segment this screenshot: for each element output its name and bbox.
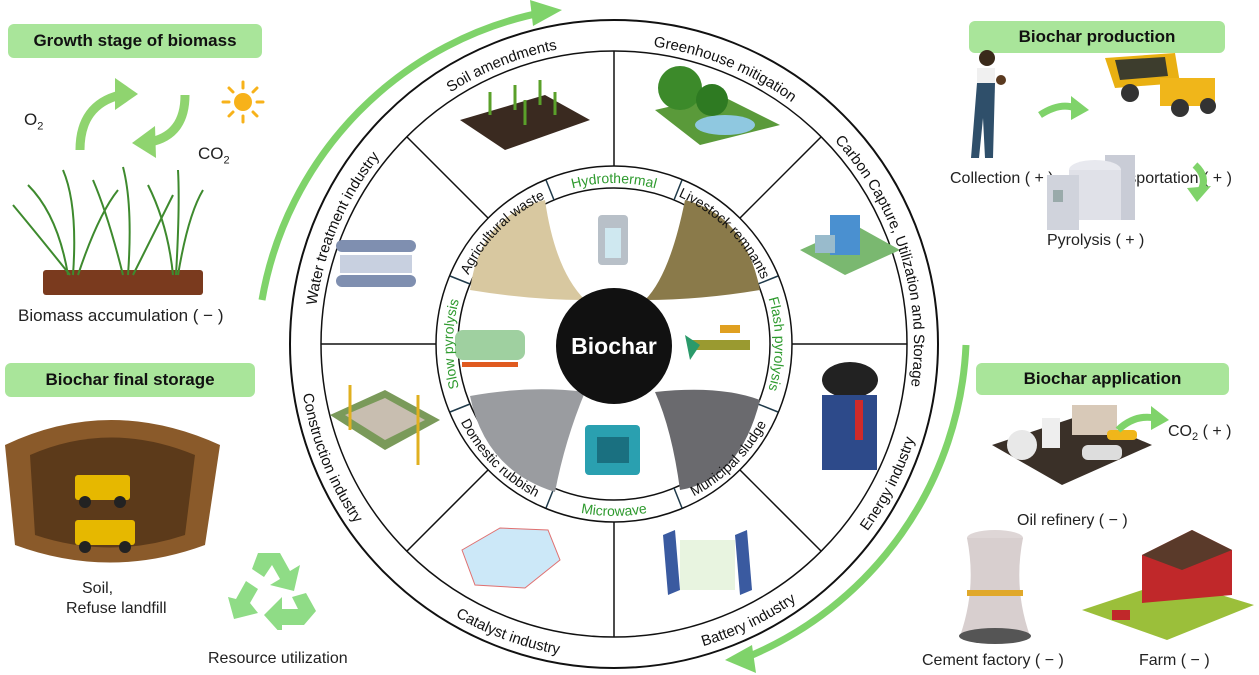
livestock-photo	[645, 200, 760, 300]
o2-sub: 2	[37, 120, 44, 133]
flash-pyrolysis-reactor-icon	[685, 325, 750, 360]
cycle-arrow-right	[743, 344, 970, 662]
resource-utilization-label: Resource utilization	[208, 650, 348, 667]
oil-refinery-illustration	[992, 405, 1152, 485]
battery-illustration	[663, 530, 752, 595]
refuse-landfill-label: Refuse landfill	[66, 600, 167, 617]
recycle-icon	[228, 553, 316, 630]
co2-arrow-icon	[1115, 406, 1169, 433]
co2-suffix: ( + )	[1198, 423, 1232, 440]
growth-stage-title: Growth stage of biomass	[8, 24, 262, 58]
co2-sub: 2	[1192, 431, 1199, 444]
slow-pyrolysis-furnace-icon	[455, 330, 525, 367]
cement-factory-illustration	[959, 530, 1031, 644]
seedling-tray-illustration	[460, 80, 590, 150]
label-hydrothermal: Hydrothermal	[569, 170, 658, 191]
gas-exchange-arrows-icon	[75, 78, 190, 158]
biochar-production-title: Biochar production	[969, 21, 1225, 53]
biochar-center	[556, 288, 672, 404]
label-flash-pyrolysis: Flash pyrolysis	[766, 295, 789, 393]
arrow-right-icon	[1038, 96, 1089, 120]
svg-text:Slow pyrolysis: Slow pyrolysis	[440, 297, 462, 391]
landfill-illustration	[5, 420, 220, 563]
arrow-down-icon	[1187, 162, 1211, 202]
method-dividers	[449, 179, 779, 509]
graphene-lattice-illustration	[461, 527, 561, 589]
o2-base: O	[24, 110, 38, 129]
microwave-oven-icon	[585, 425, 640, 475]
final-storage-title: Biochar final storage	[5, 363, 255, 397]
pyrolysis-reactor-illustration	[1047, 155, 1135, 230]
oil-refinery-label: Oil refinery ( − )	[1017, 512, 1128, 529]
agricultural-waste-photo	[470, 200, 585, 300]
cycle-arrowhead-bottom	[725, 645, 756, 673]
sun-icon	[221, 80, 265, 124]
cycle-arrowhead-top	[530, 0, 562, 26]
label-microwave: Microwave	[580, 500, 648, 519]
biochar-application-title: Biochar application	[976, 363, 1229, 395]
sector-dividers	[321, 51, 907, 637]
municipal-sludge-photo	[655, 389, 760, 490]
soil-label: Soil,	[82, 580, 114, 597]
farm-illustration	[1082, 530, 1254, 640]
hydrothermal-reactor-icon	[598, 215, 628, 265]
farm-label: Farm ( − )	[1139, 652, 1210, 669]
svg-text:Flash pyrolysis: Flash pyrolysis	[766, 295, 789, 393]
co2-emission-label: CO2 ( + )	[1168, 423, 1231, 443]
industrial-plant-illustration	[800, 215, 900, 275]
co2-base: CO	[198, 144, 224, 163]
grass-biomass-illustration	[12, 166, 204, 295]
biochar-center-label: Biochar	[571, 333, 657, 359]
domestic-rubbish-photo	[470, 389, 585, 492]
energy-factory-illustration	[822, 362, 878, 470]
water-treatment-illustration	[336, 240, 416, 287]
svg-text:Hydrothermal: Hydrothermal	[569, 170, 658, 191]
co2-base: CO	[1168, 423, 1192, 440]
dump-truck-illustration	[1105, 53, 1216, 117]
cycle-arrow-left	[258, 8, 546, 301]
cement-factory-label: Cement factory ( − )	[922, 652, 1064, 669]
co2-label: CO2	[198, 144, 230, 166]
label-slow-pyrolysis: Slow pyrolysis	[440, 297, 462, 391]
collection-label: Collection ( + )	[950, 170, 1054, 187]
svg-text:Microwave: Microwave	[580, 500, 648, 519]
trees-lake-illustration	[655, 66, 780, 145]
o2-label: O2	[24, 110, 43, 132]
co2-sub: 2	[223, 154, 230, 167]
pyrolysis-label: Pyrolysis ( + )	[1047, 232, 1145, 249]
farmer-collection-illustration	[971, 50, 1006, 158]
construction-site-illustration	[330, 385, 440, 465]
biomass-accumulation-label: Biomass accumulation ( − )	[18, 306, 224, 325]
